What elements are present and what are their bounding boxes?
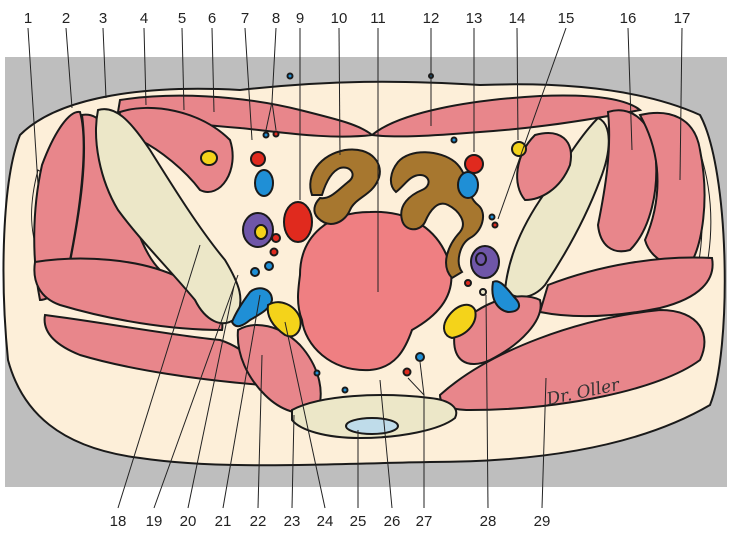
right-femoral-nerve	[512, 142, 526, 156]
label-21: 21	[215, 513, 232, 530]
small-artery-7	[274, 132, 279, 137]
small-nerve-28	[480, 289, 486, 295]
label-20: 20	[180, 513, 197, 530]
small-vein-f	[343, 388, 348, 393]
small-vein-e	[315, 371, 320, 376]
left-external-iliac-artery	[284, 202, 312, 242]
label-2: 2	[62, 10, 70, 27]
label-19: 19	[146, 513, 163, 530]
label-17: 17	[674, 10, 691, 27]
small-vein-a	[251, 268, 259, 276]
label-25: 25	[350, 513, 367, 530]
right-iliac-vein	[458, 172, 478, 198]
label-28: 28	[480, 513, 497, 530]
left-ureter-lumen	[255, 225, 267, 239]
label-7: 7	[241, 10, 249, 27]
label-8: 8	[272, 10, 280, 27]
label-24: 24	[317, 513, 334, 530]
small-vein-27	[416, 353, 424, 361]
label-9: 9	[296, 10, 304, 27]
label-12: 12	[423, 10, 440, 27]
label-18: 18	[110, 513, 127, 530]
label-26: 26	[384, 513, 401, 530]
label-5: 5	[178, 10, 186, 27]
label-22: 22	[250, 513, 267, 530]
right-iliac-artery	[465, 155, 483, 173]
labels-bottom: 18 19 20 21 22 23 24 25 26 27 28 29	[110, 513, 551, 530]
label-3: 3	[99, 10, 107, 27]
label-15: 15	[558, 10, 575, 27]
label-10: 10	[331, 10, 348, 27]
label-4: 4	[140, 10, 148, 27]
small-vein-8	[264, 133, 269, 138]
label-13: 13	[466, 10, 483, 27]
label-6: 6	[208, 10, 216, 27]
small-artery-c	[465, 280, 471, 286]
label-27: 27	[416, 513, 433, 530]
label-16: 16	[620, 10, 637, 27]
small-vein-c	[452, 138, 457, 143]
small-vein-b	[265, 262, 273, 270]
small-artery-27	[404, 369, 411, 376]
left-iliac-vein	[255, 170, 273, 196]
left-iliac-artery	[251, 152, 265, 166]
label-23: 23	[284, 513, 301, 530]
small-artery-b	[271, 249, 278, 256]
sacral-canal	[346, 418, 398, 434]
label-11: 11	[370, 10, 386, 27]
right-ureter-lumen	[476, 253, 486, 265]
label-14: 14	[509, 10, 526, 27]
label-1: 1	[24, 10, 32, 27]
small-vein-d	[490, 215, 495, 220]
left-femoral-nerve	[201, 151, 217, 165]
small-vein-top-a	[288, 74, 293, 79]
labels-top: 1 2 3 4 5 6 7 8 9 10 11 12 13 14 15 16 1…	[24, 10, 691, 27]
label-29: 29	[534, 513, 551, 530]
small-artery-15	[493, 223, 498, 228]
